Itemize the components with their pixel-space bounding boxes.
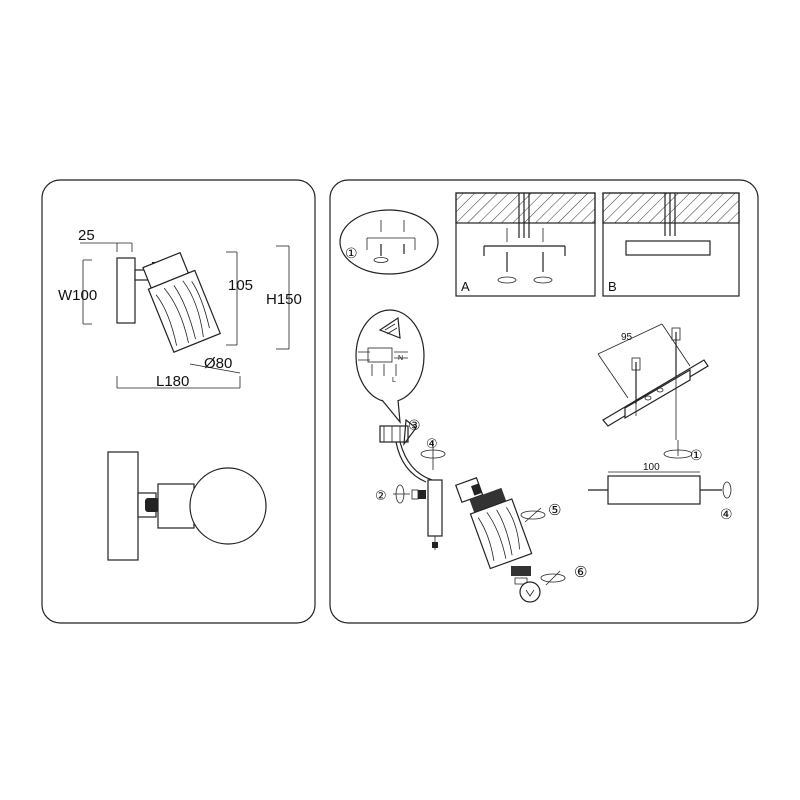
right-panel-frame — [329, 179, 759, 624]
step2-screw — [393, 484, 426, 504]
wall-plate-side — [116, 257, 136, 324]
dim-total-height: H150 — [266, 291, 302, 308]
step1-marker: ① — [345, 246, 358, 262]
shade-front — [189, 467, 267, 545]
terminal-block — [379, 418, 433, 483]
dim-width: W100 — [58, 287, 97, 304]
step4-rotation — [420, 440, 446, 470]
panel-a — [455, 192, 596, 297]
step5-marker: ⑤ — [548, 501, 561, 519]
front-view-fixture — [107, 451, 267, 561]
mounting-bracket — [597, 323, 709, 459]
wall-plate-front — [107, 451, 139, 561]
step6-marker: ⑥ — [574, 563, 587, 581]
dim-diameter: Ø80 — [204, 355, 232, 372]
panel-b — [602, 192, 740, 297]
wire-live-label: L — [392, 377, 396, 384]
step3-marker: ③ — [408, 418, 421, 434]
wiring-detail-balloon — [355, 309, 425, 424]
step4-marker-plate: ④ — [720, 507, 733, 523]
bulb-glass — [519, 581, 541, 603]
dim-length: L180 — [156, 373, 189, 390]
panel-a-label: A — [461, 279, 470, 294]
step2-marker: ② — [375, 489, 387, 504]
panel-b-label: B — [608, 279, 617, 294]
mounting-plate — [588, 471, 732, 505]
bulb — [511, 566, 566, 603]
left-panel-frame — [41, 179, 316, 624]
step4-marker-upper: ④ — [426, 437, 438, 452]
exploded-wall-plate — [427, 479, 443, 550]
dim-shade-height: 105 — [228, 277, 253, 294]
step1-oval — [339, 209, 439, 275]
side-view-fixture — [116, 251, 222, 353]
exploded-shade — [455, 477, 533, 570]
step1-marker-bracket: ① — [690, 448, 703, 464]
dim-depth: 25 — [78, 227, 95, 244]
dimension-lines — [80, 242, 290, 389]
step5-rotation — [520, 507, 546, 523]
plate-length-label: 100 — [643, 462, 660, 473]
hole-spacing-label: 95 — [621, 332, 633, 343]
wire-neutral-label: N — [398, 355, 403, 362]
